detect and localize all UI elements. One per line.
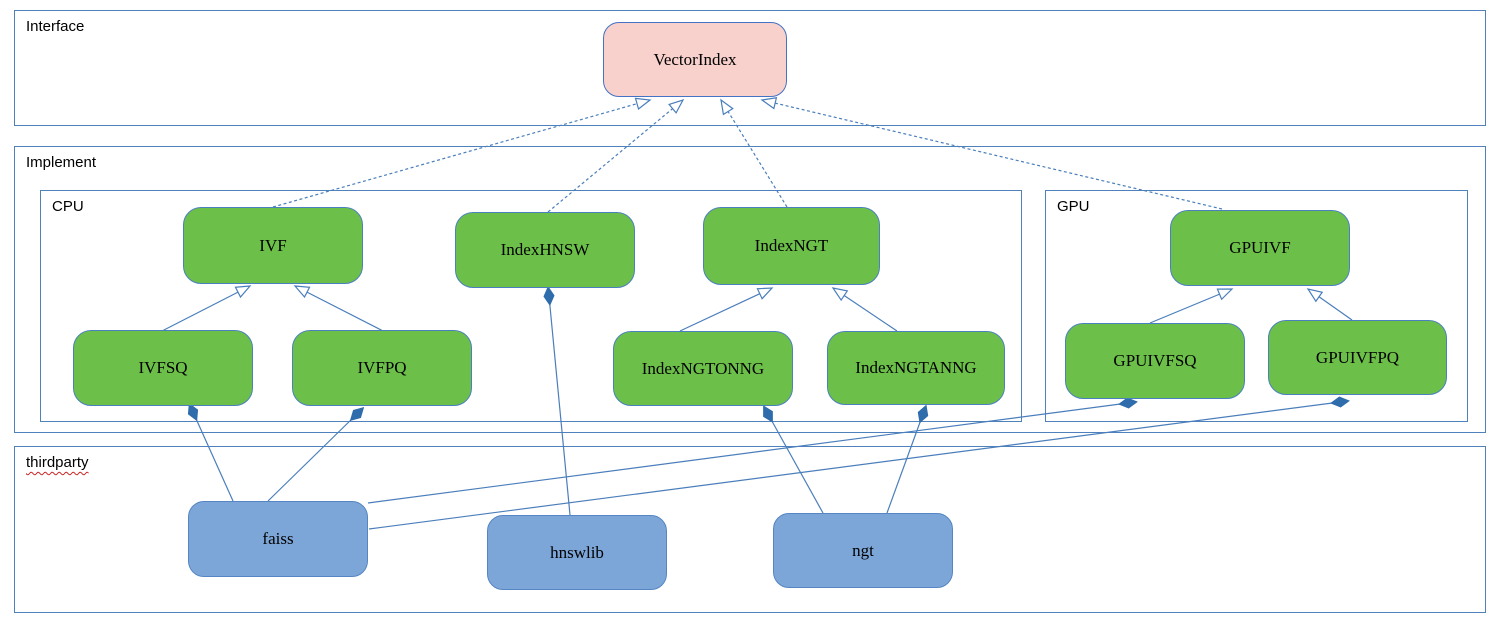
node-ivfpq: IVFPQ — [292, 330, 472, 406]
node-gpuivfpq: GPUIVFPQ — [1268, 320, 1447, 395]
node-indexngtonng: IndexNGTONNG — [613, 331, 793, 406]
section-implement-label: Implement — [26, 154, 97, 171]
node-ngt: ngt — [773, 513, 953, 588]
node-hnswlib: hnswlib — [487, 515, 667, 590]
node-indexngtonng-label: IndexNGTONNG — [641, 358, 765, 378]
node-indexhnsw-label: IndexHNSW — [500, 240, 590, 259]
node-indexngtanng: IndexNGTANNG — [827, 331, 1005, 405]
node-hnswlib-label: hnswlib — [550, 542, 604, 562]
node-gpuivfpq-label: GPUIVFPQ — [1315, 347, 1400, 367]
node-ivf: IVF — [183, 207, 363, 284]
node-ivfsq: IVFSQ — [73, 330, 253, 406]
section-interface-label: Interface — [26, 18, 85, 35]
node-gpuivf: GPUIVF — [1170, 210, 1350, 286]
section-cpu-label: CPU — [52, 198, 84, 215]
node-ivfpq-label: IVFPQ — [357, 358, 407, 377]
node-gpuivfsq-label: GPUIVFSQ — [1113, 351, 1197, 370]
node-indexngt-label: IndexNGT — [754, 236, 829, 255]
node-ivf-label: IVF — [259, 235, 287, 255]
section-gpu-label: GPU — [1057, 198, 1090, 215]
node-vectorindex: VectorIndex — [603, 22, 787, 97]
node-faiss-label: faiss — [262, 529, 294, 548]
node-gpuivf-label: GPUIVF — [1229, 238, 1291, 257]
node-ivfsq-label: IVFSQ — [138, 358, 188, 377]
node-faiss: faiss — [188, 501, 368, 577]
node-gpuivfsq: GPUIVFSQ — [1065, 323, 1245, 399]
node-indexhnsw: IndexHNSW — [455, 212, 635, 288]
section-thirdparty-label: thirdparty — [26, 454, 89, 471]
node-indexngtanng-label: IndexNGTANNG — [855, 358, 977, 377]
node-indexngt: IndexNGT — [703, 207, 880, 285]
node-ngt-label: ngt — [852, 540, 874, 560]
node-vectorindex-label: VectorIndex — [653, 49, 737, 69]
